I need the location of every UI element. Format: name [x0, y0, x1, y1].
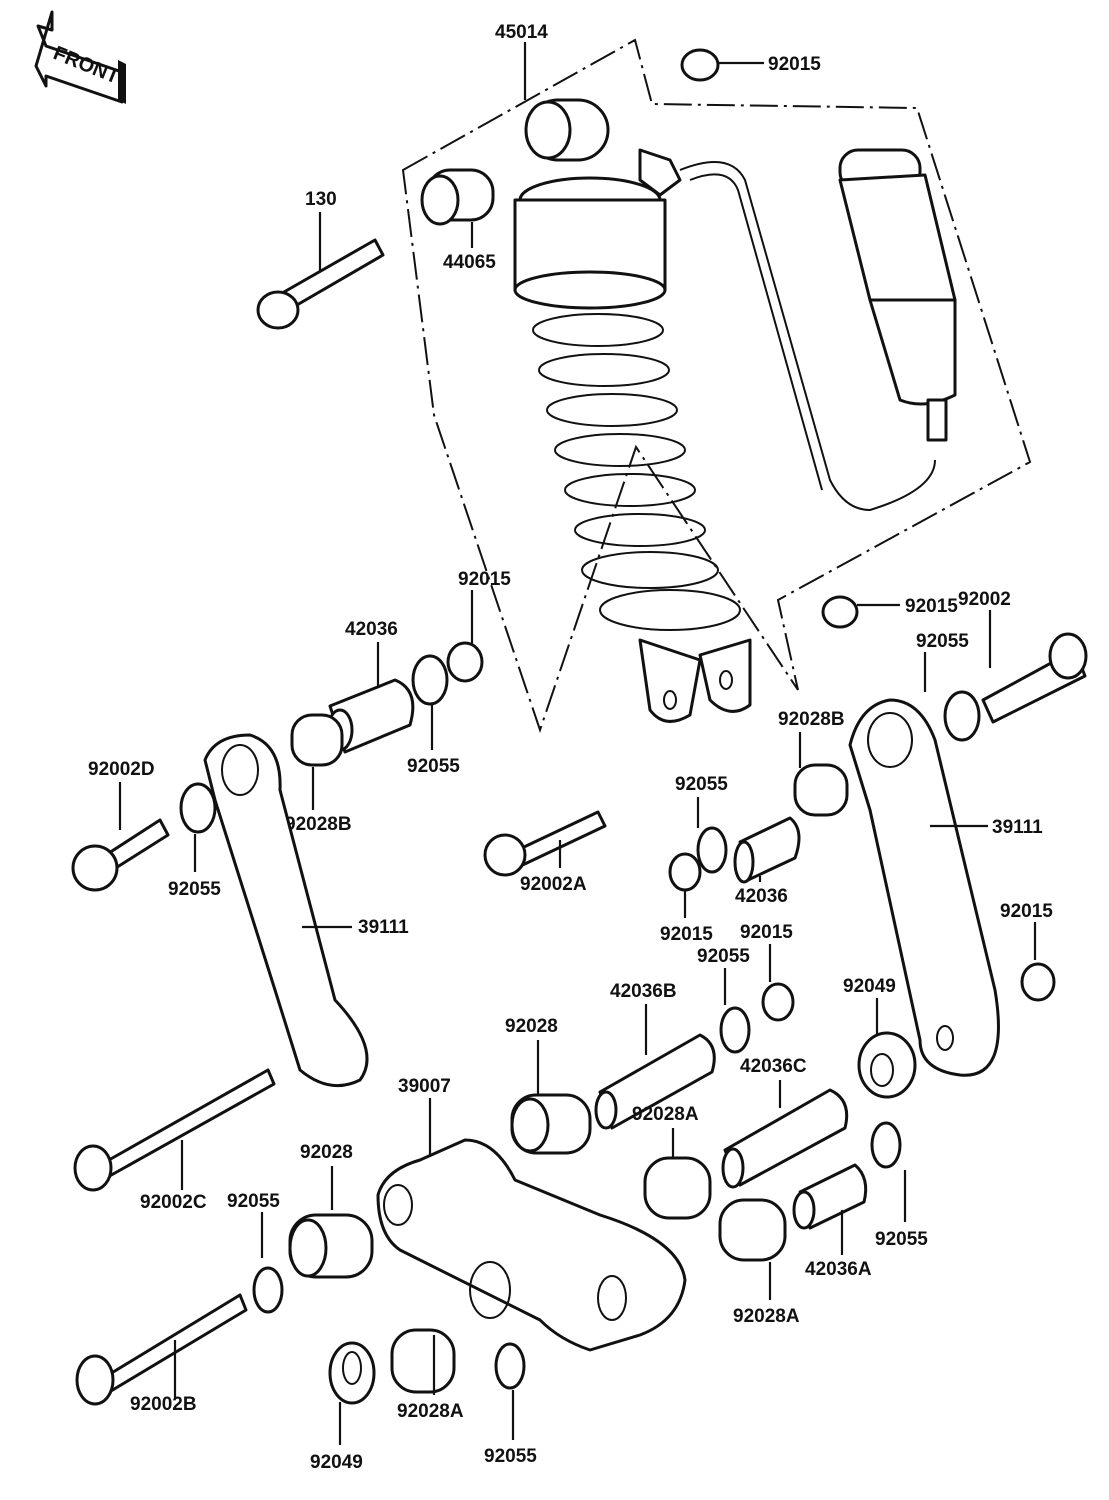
seal-right — [857, 1031, 917, 1099]
bolt-long-c — [98, 1068, 276, 1180]
label-bolt-mid-a: 92002A — [520, 874, 587, 895]
shock-assembly-boundary — [401, 38, 1032, 734]
label-bolt-long-c: 92002C — [140, 1192, 207, 1213]
washer-center — [719, 1006, 751, 1054]
nut-right-top — [821, 595, 859, 629]
label-bolt-left-d: 92002D — [88, 759, 155, 780]
bearing-a-lower-right — [718, 1198, 787, 1262]
lever-39007 — [376, 1138, 687, 1352]
label-sleeve-b: 42036B — [610, 981, 677, 1002]
label-washer-lower-left: 92055 — [227, 1191, 280, 1212]
label-washer-center: 92055 — [697, 946, 750, 967]
sleeve-b — [598, 1033, 716, 1130]
bolt-long-b — [98, 1293, 248, 1396]
label-nut-right-far: 92015 — [1000, 901, 1053, 922]
label-sleeve-right: 42036 — [735, 886, 788, 907]
label-sleeve-left: 42036 — [345, 619, 398, 640]
label-sleeve-c: 42036C — [740, 1056, 807, 1077]
nut-top — [680, 48, 720, 82]
washer-bottom — [494, 1342, 526, 1390]
label-bushing: 44065 — [443, 252, 496, 273]
label-sleeve-a: 42036A — [805, 1259, 872, 1280]
label-bearing-lower-left: 92028 — [300, 1142, 353, 1163]
bearing-a-lower — [390, 1328, 456, 1394]
washer-left — [179, 782, 217, 834]
remote-reservoir — [638, 148, 957, 512]
nut-right-far — [1020, 962, 1056, 1002]
washer-right-top — [943, 690, 981, 742]
washer-lower-left — [252, 1266, 284, 1314]
bearing-a-center — [643, 1156, 712, 1220]
rod-left — [203, 733, 369, 1088]
label-washer-left-top: 92055 — [407, 756, 460, 777]
nut-left — [446, 641, 484, 683]
bearing-left — [290, 713, 344, 767]
label-nut-right-top: 92015 — [905, 596, 958, 617]
sleeve-right — [738, 816, 801, 882]
label-nut-right-small: 92015 — [660, 924, 713, 945]
label-bolt-130: 130 — [305, 189, 337, 210]
label-lever: 39007 — [398, 1076, 451, 1097]
label-rod-right: 39111 — [992, 817, 1043, 838]
label-bolt-right: 92002 — [958, 589, 1011, 610]
label-shock-assembly: 45014 — [495, 22, 548, 43]
sleeve-a — [798, 1163, 868, 1230]
washer-lower-right — [870, 1121, 902, 1169]
sleeve-c — [723, 1088, 849, 1187]
rod-right — [848, 698, 1000, 1077]
washer-left-top — [411, 654, 449, 706]
bearing-right — [793, 763, 849, 817]
label-washer-right-top: 92055 — [916, 631, 969, 652]
label-nut-center: 92015 — [740, 922, 793, 943]
label-bearing-right: 92028B — [778, 709, 845, 730]
seal-lower — [328, 1341, 376, 1405]
label-seal-right: 92049 — [843, 976, 896, 997]
shock-absorber — [513, 98, 752, 723]
nut-right-small — [668, 852, 702, 892]
label-washer-bottom: 92055 — [484, 1446, 537, 1467]
label-bearing-a-center: 92028A — [632, 1104, 699, 1125]
label-washer-right-mid: 92055 — [675, 774, 728, 795]
label-nut-top: 92015 — [768, 54, 821, 75]
label-bolt-long-b: 92002B — [130, 1394, 197, 1415]
label-washer-left: 92055 — [168, 879, 221, 900]
washer-right-mid — [696, 826, 728, 874]
label-bearing-left: 92028B — [285, 814, 352, 835]
label-seal-lower: 92049 — [310, 1452, 363, 1473]
label-bearing-center: 92028 — [505, 1016, 558, 1037]
label-bearing-a-lower: 92028A — [397, 1401, 464, 1422]
label-bearing-a-lower-right: 92028A — [733, 1306, 800, 1327]
nut-center — [761, 982, 795, 1022]
front-arrow-badge: FRONT — [34, 10, 126, 104]
label-rod-left: 39111 — [358, 917, 409, 938]
label-washer-lower-right: 92055 — [875, 1229, 928, 1250]
label-nut-left: 92015 — [458, 569, 511, 590]
